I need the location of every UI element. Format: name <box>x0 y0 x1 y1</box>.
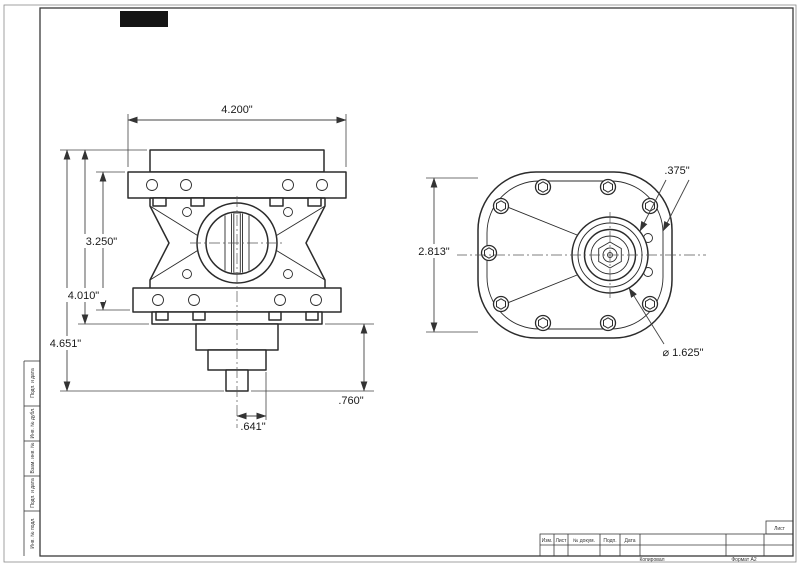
body-ribs <box>149 205 326 281</box>
body-tab <box>152 197 167 207</box>
sheet-number-cell <box>765 520 794 535</box>
hex-bolt <box>480 244 498 262</box>
body-tab <box>269 197 284 207</box>
title-block-label: Дата <box>624 538 635 544</box>
outer-border <box>3 4 797 563</box>
dim-front-height: 2.813" <box>418 246 450 258</box>
footer-strip: Копировал Формат А2 <box>639 557 756 563</box>
dim-height-4010: 4.010" <box>68 290 100 302</box>
margin-label: Взам. инв. № <box>30 443 36 474</box>
margin-label: Подп. и дата <box>30 478 36 508</box>
title-block-label: Подп. <box>603 538 616 544</box>
hex-bolt <box>492 197 510 215</box>
dim-top-width: 4.200" <box>221 104 253 116</box>
flange-bolt-hole <box>282 179 294 191</box>
body-bolt-hole <box>283 269 293 279</box>
bolt-head <box>192 311 206 321</box>
flange-bolt-hole <box>188 294 200 306</box>
dim-height-760: .760" <box>338 395 363 407</box>
dimensions: 4.200" 3.250" 4.010" 4.651" .641" .760" <box>44 104 704 433</box>
bolt-head <box>155 311 169 321</box>
bolt-head <box>268 311 282 321</box>
body-left-edge <box>149 198 170 288</box>
body-tab <box>307 197 322 207</box>
body-right-edge <box>305 198 326 288</box>
body-bolt-hole <box>283 207 293 217</box>
flange-bolt-hole <box>152 294 164 306</box>
title-block-label: Изм. <box>542 538 553 544</box>
dim-hub-diameter: ⌀ 1.625" <box>662 347 703 359</box>
flange-bolt-hole <box>274 294 286 306</box>
front-view <box>456 171 706 339</box>
dim-height-3250: 3.250" <box>86 236 118 248</box>
hex-bolt <box>492 295 510 313</box>
title-block: Изм. Лист № докум. Подп. Дата Лист <box>539 520 794 557</box>
body-bolt-hole <box>182 269 192 279</box>
top-plate <box>149 149 325 173</box>
copied-label: Копировал <box>639 557 664 563</box>
flange-bolt-hole <box>180 179 192 191</box>
format-label: Формат А2 <box>731 557 756 563</box>
hex-bolt <box>599 314 617 332</box>
hex-bolt <box>599 178 617 196</box>
flange-bolt-hole <box>146 179 158 191</box>
margin-label: Инв. № подл. <box>30 517 36 548</box>
upper-flange <box>127 171 347 199</box>
flange-bolt-hole <box>316 179 328 191</box>
sheet-number-label: Лист <box>774 526 786 532</box>
sheet-frame <box>3 4 797 563</box>
flange-bolt-hole <box>310 294 322 306</box>
dim-height-4651: 4.651" <box>50 338 82 350</box>
hex-bolt <box>641 295 659 313</box>
body-bolt-hole <box>182 207 192 217</box>
title-block-label: № докум. <box>573 538 595 544</box>
margin-column: Подп. и дата Инв. № дубл. Взам. инв. № П… <box>23 360 40 556</box>
inner-frame <box>39 7 794 557</box>
hex-bolt <box>534 178 552 196</box>
dim-bolt-offset: .375" <box>664 165 689 177</box>
bolt-head <box>305 311 319 321</box>
dim-offset-641: .641" <box>240 421 265 433</box>
margin-label: Инв. № дубл. <box>30 408 36 439</box>
hub-hex-nut <box>598 241 622 269</box>
body-tab <box>190 197 205 207</box>
margin-label: Подп. и дата <box>30 368 36 398</box>
side-view <box>127 149 347 428</box>
hex-bolt <box>534 314 552 332</box>
stamp-block <box>120 11 168 27</box>
title-block-label: Лист <box>556 538 568 544</box>
